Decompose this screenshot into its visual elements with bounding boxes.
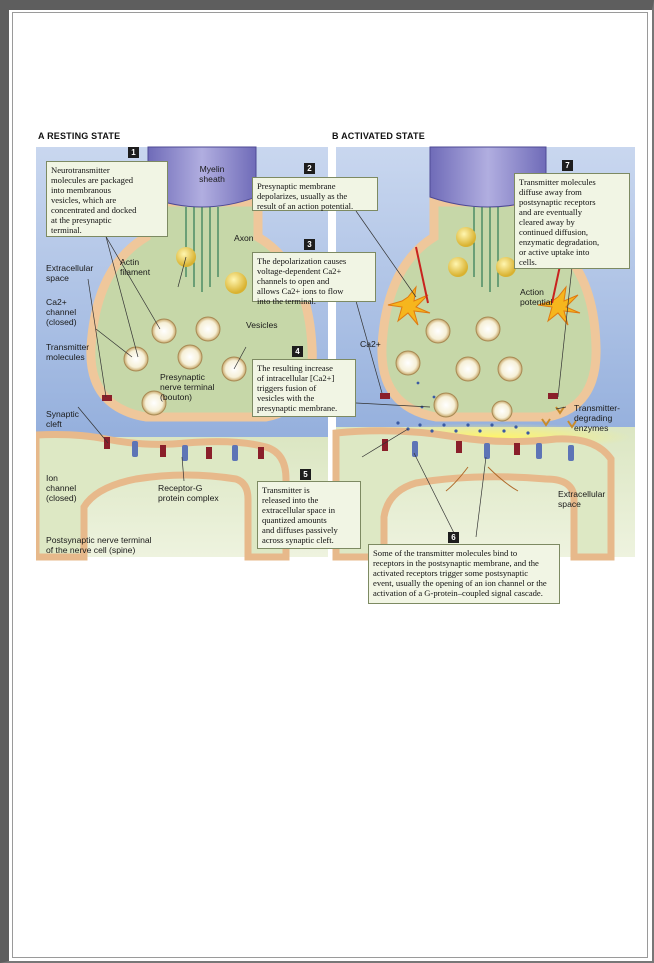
label-actin-filament: Actin filament — [120, 257, 150, 277]
callout-7: Transmitter molecules diffuse away from … — [514, 173, 630, 269]
label-receptor-g-protein: Receptor-G protein complex — [158, 483, 219, 503]
label-ca-ion: Ca2+ — [360, 339, 381, 349]
callout-6: Some of the transmitter molecules bind t… — [368, 544, 560, 604]
label-transmitter-molecules: Transmitter molecules — [46, 342, 89, 362]
label-synaptic-cleft: Synaptic cleft — [46, 409, 79, 429]
callout-5-number: 5 — [300, 469, 311, 480]
label-ion-channel-closed: Ion channel (closed) — [46, 473, 77, 503]
callout-7-number: 7 — [562, 160, 573, 171]
label-ca-channel-closed: Ca2+ channel (closed) — [46, 297, 77, 327]
callout-1: Neurotransmitter molecules are packaged … — [46, 161, 168, 237]
panel-b-title: B ACTIVATED STATE — [332, 131, 425, 141]
label-degrading-enzymes: Transmitter- degrading enzymes — [574, 403, 620, 433]
callout-2-number: 2 — [304, 163, 315, 174]
label-vesicles: Vesicles — [246, 320, 278, 330]
callout-5: Transmitter is released into the extrace… — [257, 481, 361, 549]
label-postsynaptic-terminal: Postsynaptic nerve terminal of the nerve… — [46, 535, 152, 555]
callout-6-number: 6 — [448, 532, 459, 543]
callout-3: The depolarization causes voltage-depend… — [252, 252, 376, 302]
label-action-potential: Action potential — [520, 287, 553, 307]
callout-3-number: 3 — [304, 239, 315, 250]
label-extracellular-space-b: Extracellular space — [558, 489, 605, 509]
label-axon: Axon — [234, 233, 254, 243]
label-extracellular-space: Extracellular space — [46, 263, 93, 283]
callout-1-number: 1 — [128, 147, 139, 158]
label-myelin-sheath: Myelin sheath — [182, 164, 242, 184]
synapse-figure: A RESTING STATE B ACTIVATED STATE Myelin… — [36, 107, 635, 605]
callout-4-number: 4 — [292, 346, 303, 357]
label-presynaptic-terminal: Presynaptic nerve terminal (bouton) — [160, 372, 214, 402]
callout-4: The resulting increase of intracellular … — [252, 359, 356, 417]
panel-a-title: A RESTING STATE — [38, 131, 120, 141]
callout-2: Presynaptic membrane depolarizes, usuall… — [252, 177, 378, 211]
